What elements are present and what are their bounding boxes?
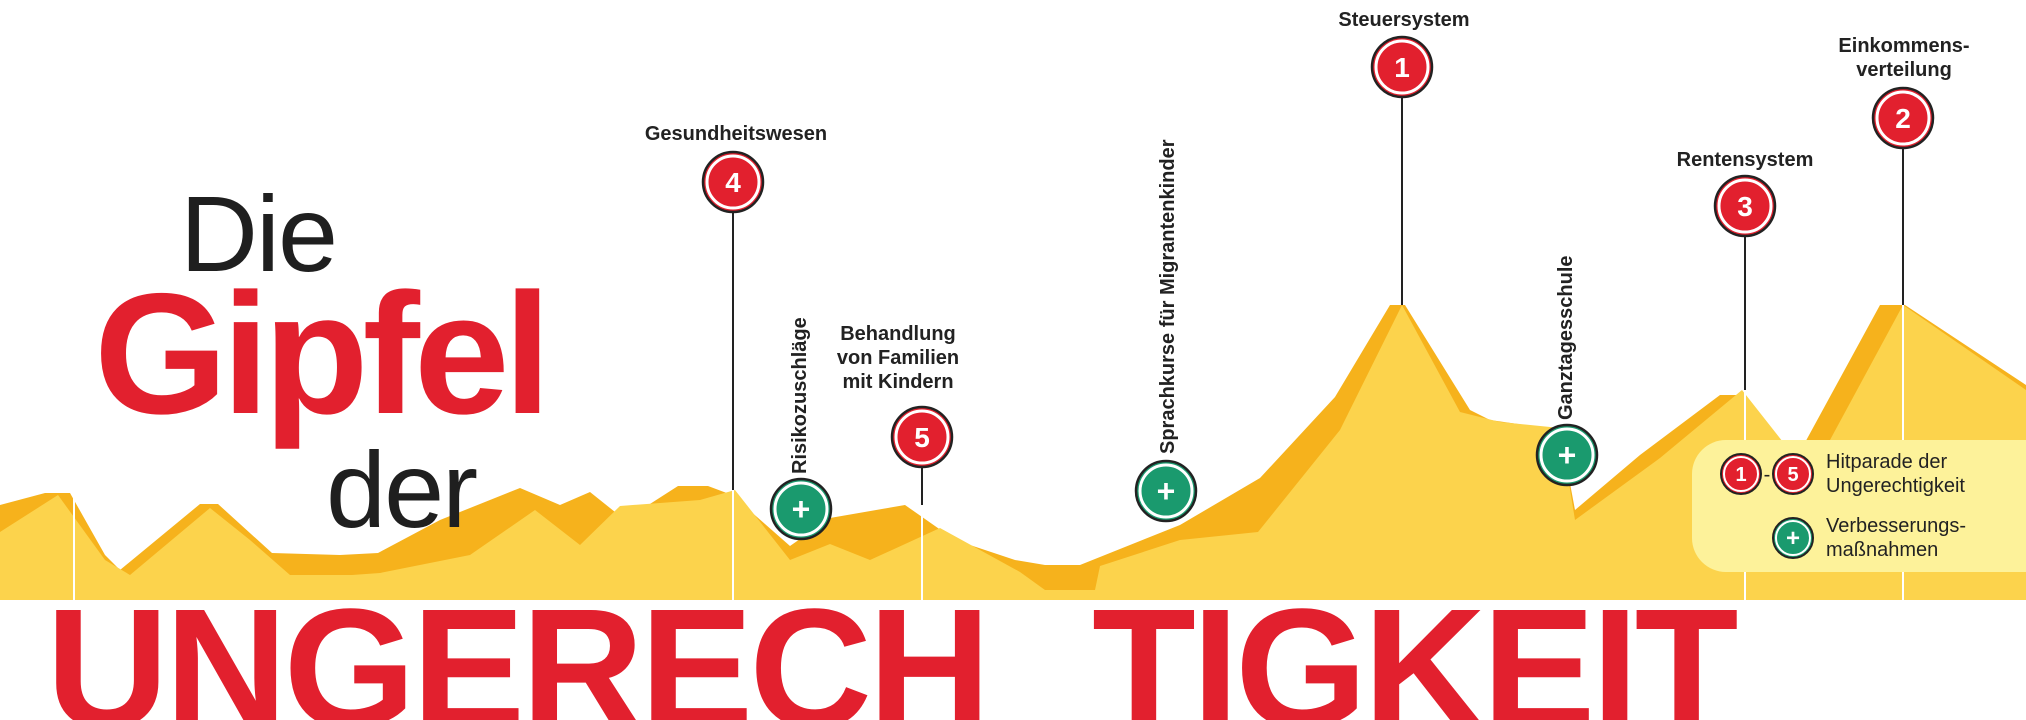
- peak-label-gesundheitswesen: Gesundheitswesen: [645, 122, 827, 146]
- peak-label-line: Behandlung: [840, 323, 956, 345]
- improvement-badge-ganztagesschule: +: [1535, 423, 1599, 487]
- peak-label-line: Rentensystem: [1676, 149, 1814, 171]
- rank-badge-number: 3: [1737, 191, 1753, 222]
- rank-badge-number: 4: [725, 167, 741, 198]
- title-line-gipfel: Gipfel: [94, 258, 551, 450]
- peak-label-steuersystem: Steuersystem: [1338, 8, 1469, 32]
- rank-badge-5: 5: [890, 405, 954, 469]
- peak-label-line: Steuersystem: [1338, 9, 1470, 31]
- legend-range-separator: -: [1764, 464, 1771, 486]
- legend-text-line: Ungerechtigkeit: [1826, 475, 1965, 497]
- rank-badge-3: 3: [1713, 174, 1777, 238]
- peak-label-einkommensverteilung: Einkommens- verteilung: [1838, 34, 1969, 82]
- title-word-ungerech: UNGERECH: [46, 574, 991, 720]
- rank-badge-number: 1: [1394, 52, 1410, 83]
- rank-badge-number: 5: [914, 422, 930, 453]
- plus-icon: +: [1558, 437, 1577, 473]
- peak-label-line: Gesundheitswesen: [644, 123, 828, 145]
- plus-icon: +: [1157, 473, 1176, 509]
- legend-range-start: 1: [1735, 464, 1746, 486]
- plus-icon: +: [1786, 525, 1800, 552]
- rank-badge-2: 2: [1871, 86, 1935, 150]
- title-line-die: Die: [180, 173, 338, 294]
- improvement-badge-sprachkurse: +: [1134, 459, 1198, 523]
- legend-range-end: 5: [1787, 464, 1798, 486]
- peak-label-behandlung: Behandlung von Familien mit Kindern: [837, 322, 959, 394]
- peak-label-line: von Familien: [836, 347, 960, 369]
- peak-label-line: mit Kindern: [842, 371, 954, 393]
- legend-rank-badge-start: 1: [1720, 453, 1762, 495]
- peak-label-line: verteilung: [1856, 59, 1952, 81]
- peak-label-rentensystem: Rentensystem: [1677, 148, 1814, 172]
- title-word-tigkeit: TIGKEIT: [1092, 574, 1739, 720]
- legend-rank-badge-end: 5: [1772, 453, 1814, 495]
- rank-badge-1: 1: [1370, 35, 1434, 99]
- improvement-badge-risikozuschlaege: +: [769, 477, 833, 541]
- legend-ranking-text: Hitparade der Ungerechtigkeit: [1826, 450, 1965, 498]
- legend-improvement-badge: +: [1772, 517, 1814, 559]
- title-line-der: der: [326, 429, 478, 550]
- plus-icon: +: [792, 491, 811, 527]
- legend-text-line: Hitparade der: [1826, 451, 1948, 473]
- rank-badge-number: 2: [1895, 103, 1911, 134]
- mountain-main-ridge: [0, 305, 2026, 600]
- legend-text-line: Verbesserungs-: [1826, 515, 1967, 537]
- rank-badge-4: 4: [701, 150, 765, 214]
- legend-text-line: maßnahmen: [1826, 539, 1939, 561]
- peak-label-line: Einkommens-: [1838, 35, 1970, 57]
- legend-improvement-text: Verbesserungs- maßnahmen: [1826, 514, 1966, 562]
